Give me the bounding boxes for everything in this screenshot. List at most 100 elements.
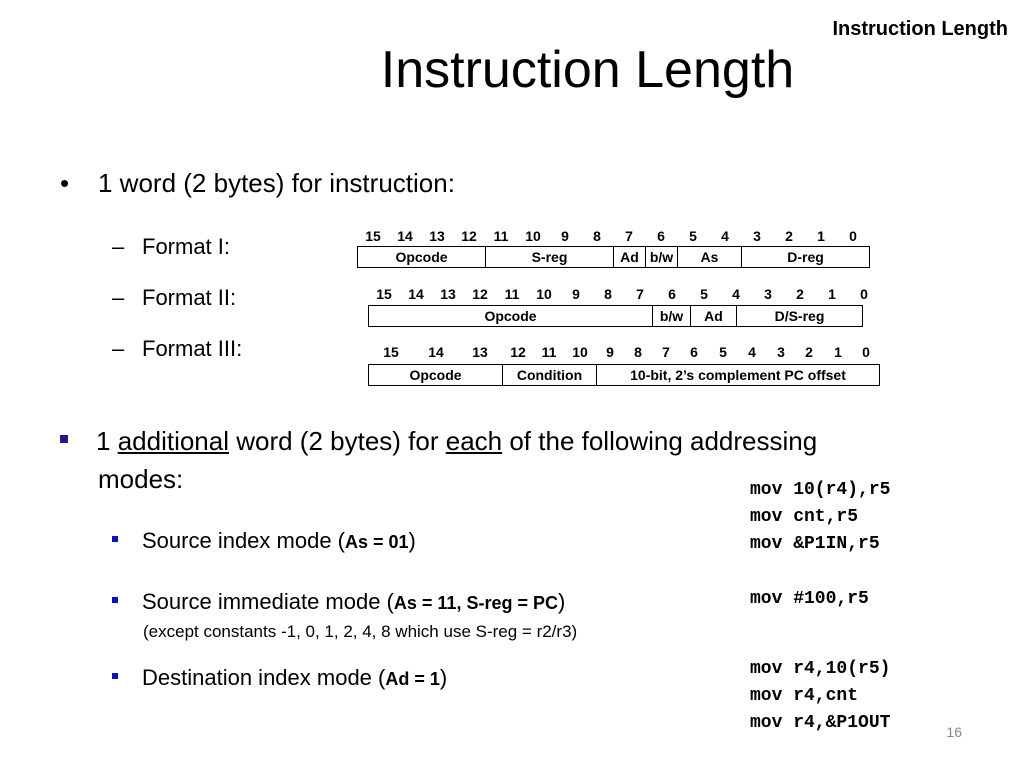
bit-number: 5 bbox=[700, 286, 708, 302]
bit-number: 12 bbox=[510, 344, 526, 360]
code-line: mov r4,cnt bbox=[750, 686, 859, 706]
bit-number: 0 bbox=[849, 228, 857, 244]
bullet-instruction-word: • 1 word (2 bytes) for instruction: bbox=[60, 168, 455, 199]
bit-number: 0 bbox=[860, 286, 868, 302]
text: of the following addressing bbox=[502, 426, 818, 456]
field-condition: Condition bbox=[502, 364, 597, 386]
field-s-reg: S-reg bbox=[485, 246, 614, 268]
bit-number: 7 bbox=[662, 344, 670, 360]
bit-number: 2 bbox=[785, 228, 793, 244]
format-label: Format III: bbox=[142, 336, 243, 361]
bit-number: 11 bbox=[541, 344, 557, 360]
text: word (2 bytes) for bbox=[229, 426, 446, 456]
bit-number: 9 bbox=[561, 228, 569, 244]
field-opcode: Opcode bbox=[368, 305, 653, 327]
field-opcode: Opcode bbox=[357, 246, 486, 268]
bit-number: 5 bbox=[689, 228, 697, 244]
code-source-index: mov 10(r4),r5 mov cnt,r5 mov &P1IN,r5 bbox=[750, 477, 890, 558]
mode-source-index: Source index mode (As = 01) bbox=[112, 528, 416, 554]
bullet-square bbox=[112, 673, 118, 680]
bit-number: 0 bbox=[862, 344, 870, 360]
bit-number: 10 bbox=[525, 228, 541, 244]
mode-condition: As = 11, S-reg = PC bbox=[393, 593, 558, 613]
bit-number: 12 bbox=[472, 286, 488, 302]
bit-number: 2 bbox=[805, 344, 813, 360]
dash: – bbox=[112, 234, 125, 259]
bit-number: 7 bbox=[625, 228, 633, 244]
mode-text: Source immediate mode ( bbox=[142, 589, 394, 614]
bullet-square bbox=[60, 435, 68, 444]
format-2-label: –Format II: bbox=[112, 285, 236, 311]
format-1-label: –Format I: bbox=[112, 234, 230, 260]
field-ad: Ad bbox=[690, 305, 737, 327]
bit-number: 4 bbox=[732, 286, 740, 302]
mode-source-immediate: Source immediate mode (As = 11, S-reg = … bbox=[112, 589, 565, 615]
bit-number: 13 bbox=[440, 286, 456, 302]
bit-number: 3 bbox=[764, 286, 772, 302]
bit-number: 13 bbox=[429, 228, 445, 244]
corner-title: Instruction Length bbox=[832, 18, 1008, 40]
format-label: Format II: bbox=[142, 285, 237, 310]
format-3-table: Opcode Condition 10-bit, 2’s complement … bbox=[368, 364, 880, 386]
bit-number: 10 bbox=[572, 344, 588, 360]
bit-number: 13 bbox=[472, 344, 488, 360]
bullet-line-2: modes: bbox=[98, 464, 184, 494]
mode-text: Source index mode ( bbox=[142, 528, 345, 553]
bullet-dot: • bbox=[60, 168, 70, 198]
bit-number: 12 bbox=[461, 228, 477, 244]
page-number: 16 bbox=[946, 724, 962, 740]
field-pc-offset: 10-bit, 2’s complement PC offset bbox=[596, 364, 880, 386]
dash: – bbox=[112, 336, 125, 361]
code-source-immediate: mov #100,r5 bbox=[750, 586, 869, 613]
bullet-text: 1 word (2 bytes) for instruction: bbox=[98, 168, 455, 198]
bullet-additional-word: 1 additional word (2 bytes) for each of … bbox=[60, 422, 990, 498]
format-2-table: Opcode b/w Ad D/S-reg bbox=[368, 305, 863, 327]
code-line: mov r4,10(r5) bbox=[750, 659, 891, 679]
mode-close: ) bbox=[557, 589, 566, 614]
format-label: Format I: bbox=[142, 234, 231, 259]
mode-condition: Ad = 1 bbox=[385, 669, 440, 689]
bit-number: 3 bbox=[777, 344, 785, 360]
text: 1 bbox=[96, 426, 118, 456]
bit-number: 8 bbox=[593, 228, 601, 244]
bit-number: 9 bbox=[606, 344, 614, 360]
bit-number: 8 bbox=[604, 286, 612, 302]
bit-number: 9 bbox=[572, 286, 580, 302]
bit-number: 1 bbox=[828, 286, 836, 302]
bit-number: 7 bbox=[636, 286, 644, 302]
bit-number: 14 bbox=[428, 344, 444, 360]
bit-number: 4 bbox=[721, 228, 729, 244]
field-bw: b/w bbox=[652, 305, 691, 327]
bit-number: 14 bbox=[408, 286, 424, 302]
mode-note: (except constants -1, 0, 1, 2, 4, 8 whic… bbox=[143, 622, 578, 641]
mode-condition: As = 01 bbox=[345, 532, 409, 552]
code-line: mov &P1IN,r5 bbox=[750, 534, 880, 554]
bit-number: 1 bbox=[817, 228, 825, 244]
bit-number: 8 bbox=[634, 344, 642, 360]
field-ad: Ad bbox=[613, 246, 646, 268]
bit-number: 6 bbox=[657, 228, 665, 244]
bullet-square bbox=[112, 536, 118, 543]
bit-number: 11 bbox=[493, 228, 509, 244]
format-1-table: Opcode S-reg Ad b/w As D-reg bbox=[357, 246, 870, 268]
underlined-additional: additional bbox=[117, 426, 229, 456]
field-as: As bbox=[677, 246, 742, 268]
bit-number: 15 bbox=[365, 228, 381, 244]
dash: – bbox=[112, 285, 125, 310]
bit-number: 15 bbox=[376, 286, 392, 302]
bit-number: 5 bbox=[719, 344, 727, 360]
bit-number: 4 bbox=[748, 344, 756, 360]
bit-number: 6 bbox=[668, 286, 676, 302]
format-3-label: –Format III: bbox=[112, 336, 242, 362]
field-d-reg: D-reg bbox=[741, 246, 870, 268]
field-ds-reg: D/S-reg bbox=[736, 305, 863, 327]
bit-number: 6 bbox=[690, 344, 698, 360]
bullet-square bbox=[112, 597, 118, 604]
code-line: mov cnt,r5 bbox=[750, 507, 859, 527]
bit-number: 14 bbox=[397, 228, 413, 244]
bit-number: 11 bbox=[504, 286, 520, 302]
bit-number: 10 bbox=[536, 286, 552, 302]
code-line: mov #100,r5 bbox=[750, 589, 869, 609]
field-bw: b/w bbox=[645, 246, 678, 268]
mode-text: Destination index mode ( bbox=[142, 665, 386, 690]
